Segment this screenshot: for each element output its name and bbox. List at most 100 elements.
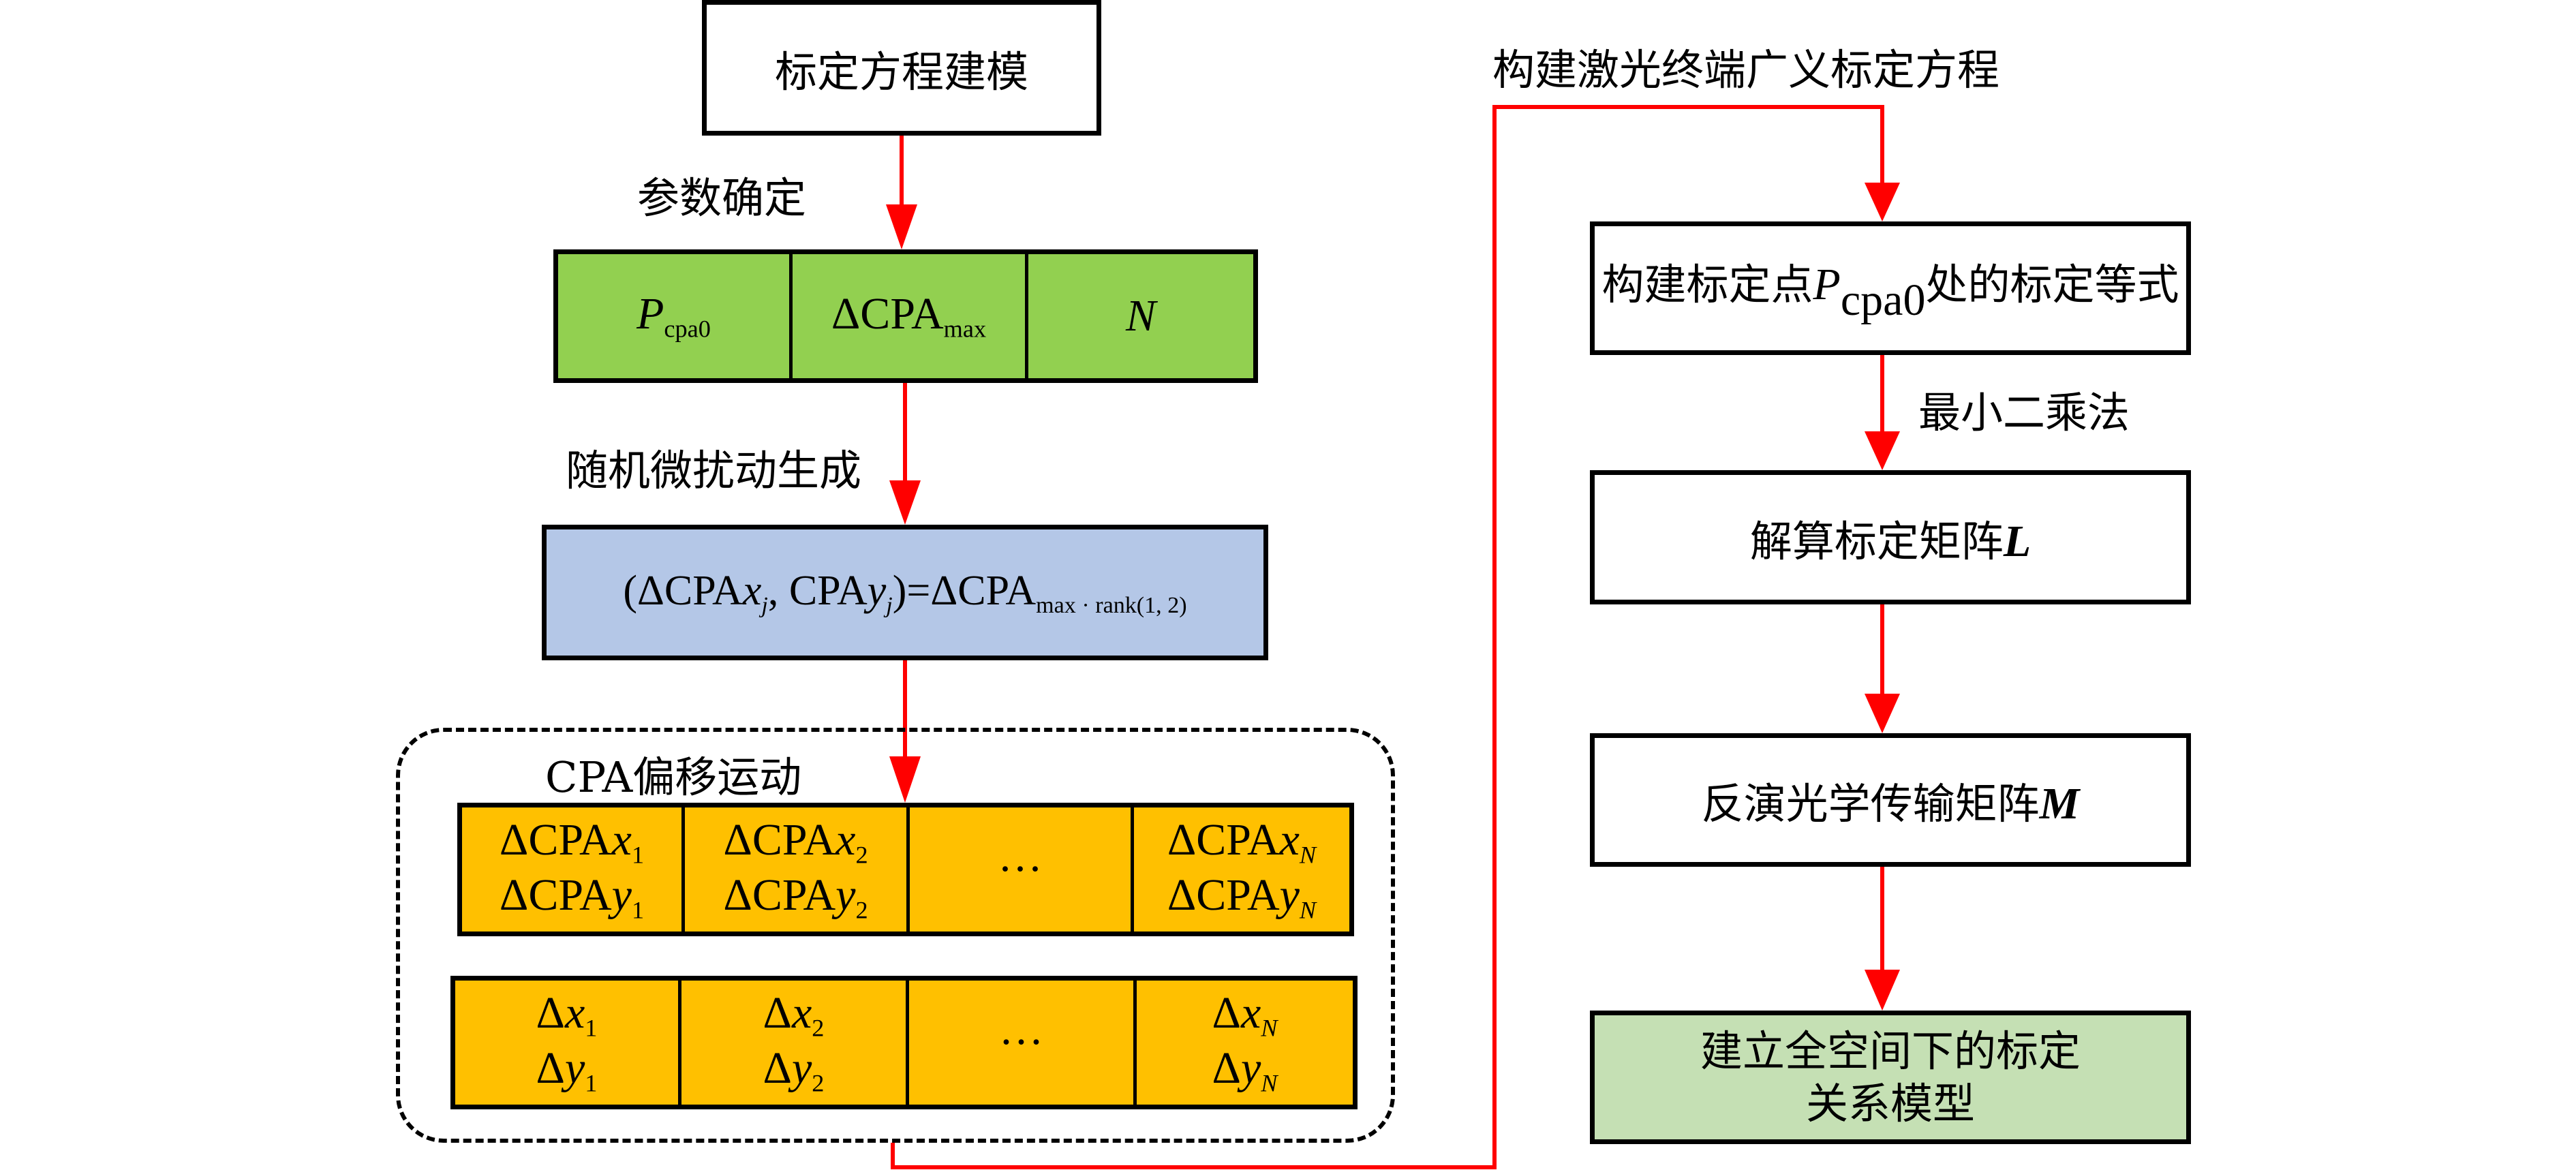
cpa-line-y: ΔCPAy2	[723, 869, 868, 925]
delta-row: Δx1 Δy1 Δx2 Δy2 ··· ΔxN ΔyN	[450, 976, 1358, 1109]
delta-line-x: Δx1	[536, 987, 598, 1043]
cpa-offset-row: ΔCPAx1 ΔCPAy1 ΔCPAx2 ΔCPAy2 ··· ΔCPAxN Δ…	[457, 803, 1354, 936]
cpa-cell[interactable]: ΔCPAx2 ΔCPAy2	[685, 807, 910, 932]
arrow-box2-to-box3	[1865, 604, 1900, 733]
cpa-index: 2	[855, 841, 868, 869]
box3-text: 反演光学传输矩阵	[1701, 779, 2040, 829]
delta-index: N	[1261, 1069, 1278, 1097]
cpa-var: x	[835, 814, 856, 865]
cpa-cell-ellipsis[interactable]: ···	[910, 807, 1134, 932]
delta-prefix: Δ	[536, 987, 565, 1038]
cpa-prefix: ΔCPA	[1167, 814, 1280, 865]
delta-cell[interactable]: Δx2 Δy2	[681, 981, 909, 1105]
param-symbol: N	[1125, 291, 1156, 341]
box3-symbol: M	[2039, 779, 2080, 829]
cpa-prefix: ΔCPA	[723, 814, 836, 865]
box1-post: 处的标定等式	[1925, 259, 2179, 309]
delta-var: x	[565, 987, 585, 1038]
cpa-line-y: ΔCPAyN	[1167, 869, 1316, 925]
param-sub: max	[943, 315, 987, 343]
params-row: Pcpa0 ΔCPAmax N	[553, 249, 1258, 383]
box1-symbol: P	[1813, 259, 1841, 309]
delta-prefix: Δ	[763, 1043, 792, 1093]
formula-var-y: y	[867, 567, 887, 614]
cpa-line-x: ΔCPAxN	[1167, 814, 1316, 869]
invert-matrix-box[interactable]: 反演光学传输矩阵M	[1590, 733, 2191, 867]
perturb-box[interactable]: (ΔCPAxj, CPAyj)=ΔCPAmax · rank(1, 2)	[542, 525, 1268, 660]
ellipsis: ···	[998, 844, 1043, 895]
delta-index: 2	[812, 1014, 825, 1042]
params-label: 参数确定	[637, 173, 807, 223]
param-symbol: ΔCPA	[831, 289, 944, 339]
perturb-formula: (ΔCPAxj, CPAyj)=ΔCPAmax · rank(1, 2)	[623, 567, 1186, 619]
cpa-var: x	[611, 814, 632, 865]
cpa-line-x: ΔCPAx2	[723, 814, 868, 869]
solve-matrix-box[interactable]: 解算标定矩阵L	[1590, 470, 2191, 604]
delta-cell[interactable]: ΔxN ΔyN	[1137, 981, 1353, 1105]
box2-symbol: L	[2003, 516, 2031, 566]
formula-var-x: x	[742, 567, 762, 614]
cpa-prefix: ΔCPA	[499, 814, 612, 865]
param-dcpamax: ΔCPAmax	[831, 288, 986, 343]
formula-sub-j: j	[761, 592, 768, 618]
cpa-line-x: ΔCPAx1	[500, 814, 644, 869]
cpa-line-y: ΔCPAy1	[500, 869, 644, 925]
final-model-line1: 建立全空间下的标定	[1700, 1026, 2081, 1076]
delta-prefix: Δ	[536, 1043, 565, 1093]
param-pcpa0: Pcpa0	[637, 288, 711, 343]
delta-prefix: Δ	[763, 987, 792, 1038]
delta-var: y	[792, 1043, 812, 1093]
final-model-line2: 关系模型	[1805, 1079, 1975, 1128]
arrow-params-to-perturb	[889, 383, 921, 525]
delta-line-y: Δy2	[763, 1043, 825, 1098]
cpa-index: N	[1299, 841, 1317, 869]
param-cell-n[interactable]: N	[1028, 254, 1253, 378]
delta-index: 1	[585, 1069, 598, 1097]
formula-sub-j: j	[886, 592, 893, 618]
delta-prefix: Δ	[1212, 987, 1241, 1038]
cpa-cell[interactable]: ΔCPAx1 ΔCPAy1	[462, 807, 685, 932]
arrow-perturb-to-cpa	[889, 660, 921, 803]
cpa-prefix: ΔCPA	[723, 870, 836, 920]
delta-index: 1	[585, 1014, 598, 1042]
cpa-prefix: ΔCPA	[499, 870, 612, 920]
formula-part: (ΔCPA	[623, 567, 743, 614]
delta-cell[interactable]: Δx1 Δy1	[455, 981, 681, 1105]
calib-equation-text: 构建标定点Pcpa0处的标定等式	[1602, 250, 2179, 326]
cpa-var: x	[1279, 814, 1300, 865]
delta-index: 2	[812, 1069, 825, 1097]
invert-matrix-text: 反演光学传输矩阵M	[1702, 769, 2080, 831]
cpa-var: y	[611, 870, 632, 920]
delta-var: x	[1240, 987, 1261, 1038]
arrow-box1-to-box2	[1865, 355, 1900, 470]
final-model-box[interactable]: 建立全空间下的标定 关系模型	[1590, 1011, 2191, 1144]
delta-line-x: ΔxN	[1212, 987, 1278, 1043]
arrow-box3-to-box4	[1865, 867, 1900, 1011]
delta-line-y: ΔyN	[1212, 1043, 1278, 1098]
delta-var: y	[1240, 1043, 1261, 1093]
cpa-index: 1	[631, 841, 645, 869]
cpa-prefix: ΔCPA	[1167, 870, 1280, 920]
cpa-index: 2	[855, 896, 868, 924]
loop-label: 构建激光终端广义标定方程	[1492, 45, 2000, 95]
formula-part: , CPA	[767, 567, 868, 614]
param-cell-dcpamax[interactable]: ΔCPAmax	[793, 254, 1028, 378]
delta-line-x: Δx2	[763, 987, 825, 1043]
param-cell-pcpa0[interactable]: Pcpa0	[558, 254, 793, 378]
box1-sub: cpa0	[1840, 275, 1926, 326]
delta-line-y: Δy1	[536, 1043, 598, 1098]
delta-cell-ellipsis[interactable]: ···	[909, 981, 1137, 1105]
delta-var: x	[792, 987, 812, 1038]
cpa-cell[interactable]: ΔCPAxN ΔCPAyN	[1134, 807, 1349, 932]
start-box[interactable]: 标定方程建模	[702, 0, 1101, 136]
calib-equation-box[interactable]: 构建标定点Pcpa0处的标定等式	[1590, 221, 2191, 355]
cpa-group-container	[396, 728, 1395, 1143]
param-symbol: P	[637, 289, 664, 339]
loop-connector	[891, 105, 1900, 1169]
formula-part: )=ΔCPA	[892, 567, 1037, 614]
formula-rhs-sub: max · rank(1, 2)	[1036, 592, 1187, 618]
delta-prefix: Δ	[1212, 1043, 1241, 1093]
delta-var: y	[565, 1043, 585, 1093]
cpa-index: 1	[631, 896, 645, 924]
